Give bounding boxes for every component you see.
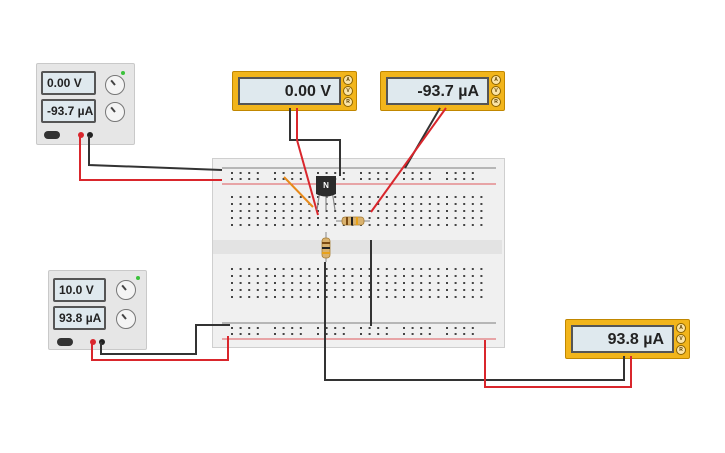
resistor-horizontal bbox=[336, 216, 370, 226]
wire-supply-bottom-negative bbox=[100, 324, 230, 355]
meter-current-top-mode-a-button[interactable]: A bbox=[491, 75, 501, 85]
supply-top-current-knob[interactable] bbox=[105, 102, 125, 122]
multimeter-current-top[interactable]: -93.7 µA A V R bbox=[380, 71, 505, 111]
wire-meter-current-bottom-red bbox=[484, 340, 632, 388]
transistor-label: N bbox=[323, 181, 329, 190]
center-channel bbox=[213, 240, 502, 254]
meter-voltage-mode-v-button[interactable]: V bbox=[343, 86, 353, 96]
supply-bottom-voltage-display: 10.0 V bbox=[53, 278, 106, 302]
meter-current-top-mode-r-button[interactable]: R bbox=[491, 97, 501, 107]
wire-meter-current-bottom-black bbox=[324, 262, 625, 381]
supply-top-voltage-display: 0.00 V bbox=[41, 71, 96, 95]
wire-meter-current-top-red bbox=[370, 107, 447, 213]
meter-voltage-mode-r-button[interactable]: R bbox=[343, 97, 353, 107]
wire-supply-top-negative bbox=[88, 136, 223, 171]
transistor-npn: N bbox=[316, 176, 336, 211]
supply-top-voltage-knob[interactable] bbox=[105, 75, 125, 95]
supply-bottom-power-switch[interactable] bbox=[57, 338, 73, 346]
supply-top-led bbox=[121, 71, 125, 75]
supply-bottom-current-display: 93.8 µA bbox=[53, 306, 106, 330]
multimeter-current-bottom[interactable]: 93.8 µA A V R bbox=[565, 319, 690, 359]
meter-current-bottom-mode-v-button[interactable]: V bbox=[676, 334, 686, 344]
supply-top-power-switch[interactable] bbox=[44, 131, 60, 139]
meter-current-bottom-mode-r-button[interactable]: R bbox=[676, 345, 686, 355]
wire-supply-top-positive bbox=[79, 136, 222, 181]
supply-bottom-led bbox=[136, 276, 140, 280]
meter-voltage-mode-a-button[interactable]: A bbox=[343, 75, 353, 85]
supply-bottom-voltage-knob[interactable] bbox=[116, 280, 136, 300]
meter-current-top-mode-v-button[interactable]: V bbox=[491, 86, 501, 96]
multimeter-voltage[interactable]: 0.00 V A V R bbox=[232, 71, 357, 111]
supply-top-current-display: -93.7 µA bbox=[41, 99, 96, 123]
wire-meter-voltage-black bbox=[289, 108, 341, 176]
power-supply-bottom[interactable]: 10.0 V 93.8 µA bbox=[48, 270, 147, 350]
supply-bottom-current-knob[interactable] bbox=[116, 309, 136, 329]
multimeter-current-bottom-display: 93.8 µA bbox=[571, 325, 674, 353]
multimeter-current-top-display: -93.7 µA bbox=[386, 77, 489, 105]
supply-top-positive-terminal[interactable] bbox=[78, 132, 84, 138]
meter-current-bottom-mode-a-button[interactable]: A bbox=[676, 323, 686, 333]
resistor-vertical bbox=[321, 232, 331, 262]
wire-meter-voltage-red bbox=[296, 108, 319, 216]
wire-orange-jumper bbox=[283, 176, 314, 208]
multimeter-voltage-display: 0.00 V bbox=[238, 77, 341, 105]
wire-supply-bottom-positive bbox=[91, 336, 229, 361]
supply-top-negative-terminal[interactable] bbox=[87, 132, 93, 138]
power-supply-top[interactable]: 0.00 V -93.7 µA bbox=[36, 63, 135, 145]
